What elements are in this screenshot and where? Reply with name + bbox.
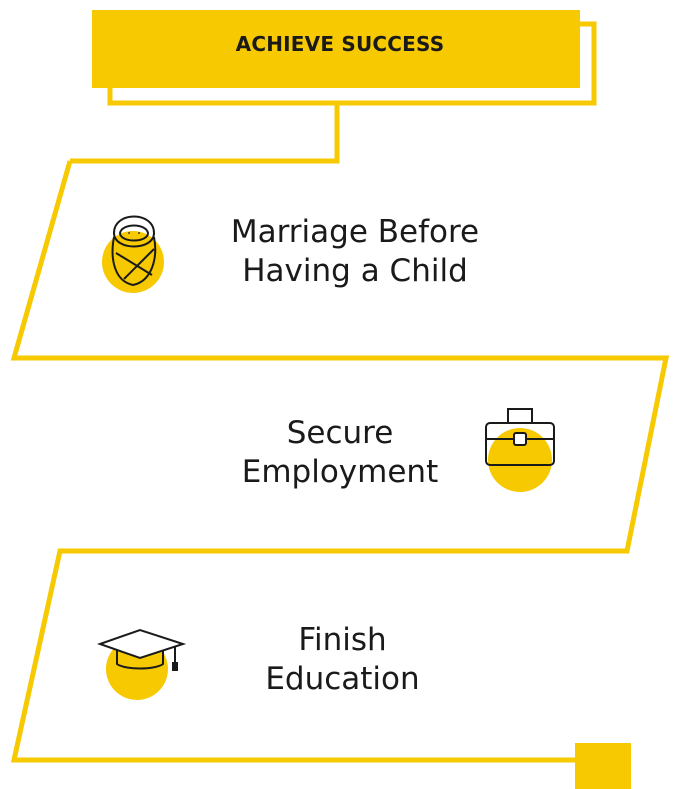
header-back-outline: [107, 21, 597, 106]
baby-icon: [102, 215, 164, 293]
end-square: [575, 743, 631, 789]
icon-background-circle: [102, 231, 164, 293]
step-employment-line2: Employment: [241, 454, 439, 490]
graduation-cap-icon: [96, 628, 187, 700]
header-title: ACHIEVE SUCCESS: [235, 32, 445, 56]
step-marriage-line1: Marriage Before: [230, 214, 480, 250]
step-marriage-label: Marriage Before Having a Child: [190, 213, 520, 291]
step-employment-label: Secure Employment: [190, 414, 490, 492]
header-box: [92, 10, 580, 88]
step-education-label: Finish Education: [210, 621, 475, 699]
step-education-line1: Finish: [298, 622, 387, 658]
step-education-line2: Education: [265, 661, 420, 697]
zigzag-frame: [10, 160, 670, 763]
step-marriage-line2: Having a Child: [242, 253, 468, 289]
briefcase-icon: [485, 408, 555, 492]
step-employment-line1: Secure: [286, 415, 394, 451]
icon-background-circle: [488, 428, 552, 492]
header-connector: [70, 103, 340, 164]
